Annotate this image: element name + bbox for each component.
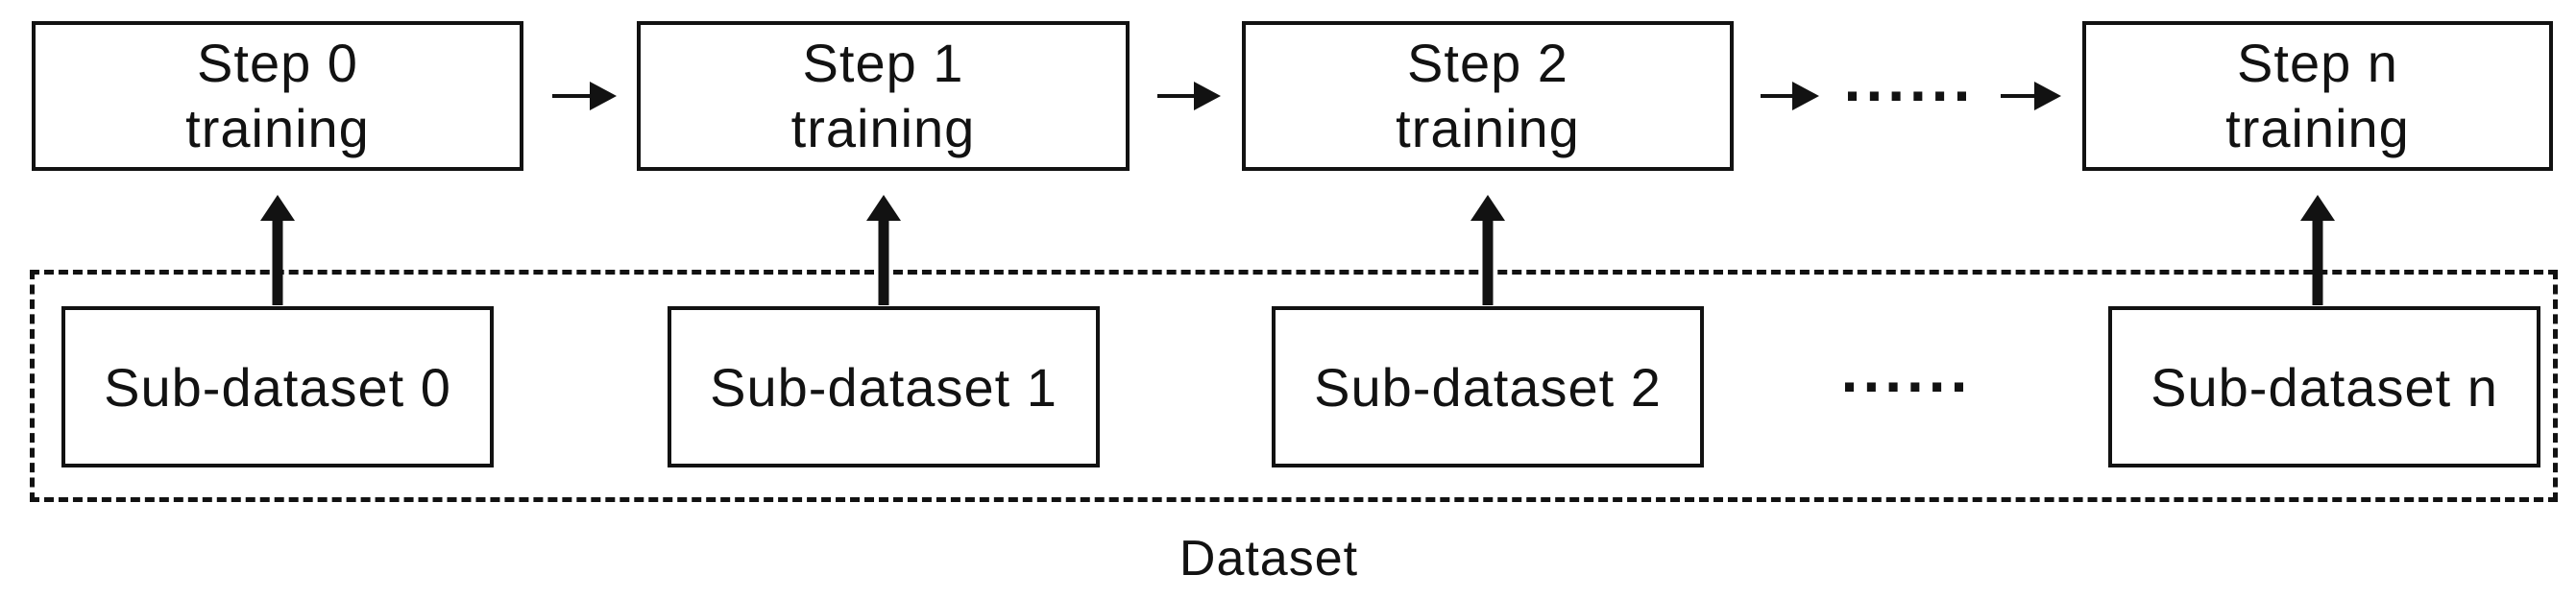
sub-dataset-0-box: Sub-dataset 0 xyxy=(61,306,494,467)
step-n-title: Step n xyxy=(2237,32,2398,93)
feed-up-arrow-icon xyxy=(864,195,903,305)
step-1-subtitle: training xyxy=(790,98,976,158)
flow-arrow-icon xyxy=(1157,82,1221,110)
sub-dataset-0-label: Sub-dataset 0 xyxy=(104,356,451,418)
sub-dataset-n-box: Sub-dataset n xyxy=(2108,306,2540,467)
step-2-training-box: Step 2 training xyxy=(1242,21,1734,171)
arrow-head xyxy=(866,195,901,221)
step-2-subtitle: training xyxy=(1396,98,1580,158)
step-2-title: Step 2 xyxy=(1407,32,1568,93)
arrow-head xyxy=(590,82,617,110)
dataset-dashed-container xyxy=(30,270,2558,502)
arrow-head xyxy=(1470,195,1505,221)
step-0-title: Step 0 xyxy=(197,32,358,93)
arrow-shaft xyxy=(552,94,592,98)
step-1-title: Step 1 xyxy=(802,32,964,93)
step-0-subtitle: training xyxy=(185,98,370,158)
flow-arrow-icon xyxy=(2001,82,2061,110)
arrow-shaft xyxy=(1157,94,1196,98)
sub-dataset-2-label: Sub-dataset 2 xyxy=(1314,356,1662,418)
arrow-shaft xyxy=(1761,94,1794,98)
arrow-head xyxy=(260,195,295,221)
arrow-shaft xyxy=(2001,94,2036,98)
arrow-shaft xyxy=(878,218,889,305)
arrow-shaft xyxy=(1482,218,1494,305)
sub-dataset-n-label: Sub-dataset n xyxy=(2151,356,2498,418)
arrow-shaft xyxy=(2312,218,2323,305)
arrow-head xyxy=(2034,82,2061,110)
step-n-training-box: Step n training xyxy=(2082,21,2553,171)
arrow-head xyxy=(1194,82,1221,110)
steps-ellipsis: ...... xyxy=(1843,45,1976,114)
arrow-shaft xyxy=(272,218,283,305)
feed-up-arrow-icon xyxy=(1469,195,1507,305)
arrow-head xyxy=(2300,195,2335,221)
sub-dataset-1-box: Sub-dataset 1 xyxy=(668,306,1100,467)
sub-datasets-ellipsis: ...... xyxy=(1840,336,1973,405)
sub-dataset-2-box: Sub-dataset 2 xyxy=(1272,306,1704,467)
step-1-training-box: Step 1 training xyxy=(637,21,1130,171)
step-0-training-box: Step 0 training xyxy=(32,21,523,171)
step-n-subtitle: training xyxy=(2225,98,2410,158)
feed-up-arrow-icon xyxy=(258,195,297,305)
flow-arrow-icon xyxy=(1761,82,1819,110)
feed-up-arrow-icon xyxy=(2298,195,2337,305)
dataset-caption: Dataset xyxy=(1179,531,1359,587)
flow-arrow-icon xyxy=(552,82,617,110)
arrow-head xyxy=(1792,82,1819,110)
sub-dataset-1-label: Sub-dataset 1 xyxy=(710,356,1057,418)
